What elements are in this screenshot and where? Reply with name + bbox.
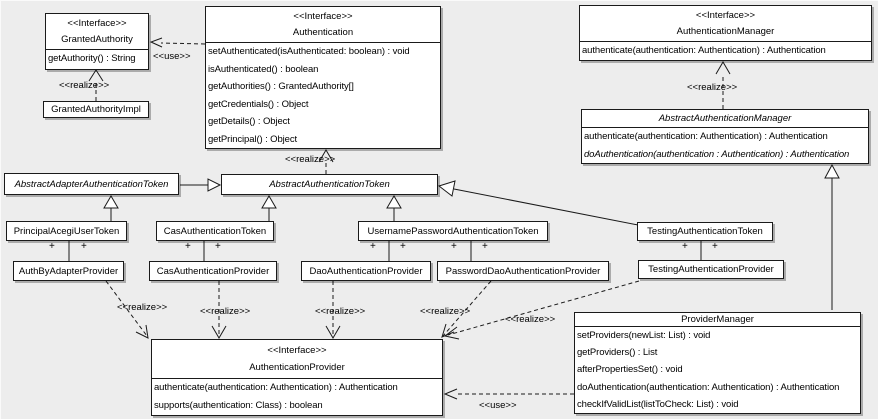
class-authentication-provider[interactable]: <<Interface>> AuthenticationProvider aut… xyxy=(151,339,443,416)
stereotype: <<Interface>> xyxy=(67,18,127,30)
class-name: AbstractAuthenticationManager xyxy=(658,113,792,124)
association-plus: + xyxy=(185,241,191,252)
realize-label: <<realize>> xyxy=(117,302,168,313)
association-lines xyxy=(68,241,702,261)
realize-label: <<realize>> xyxy=(420,306,471,317)
method: isAuthenticated() : boolean xyxy=(208,63,319,75)
class-provider-manager[interactable]: ProviderManager setProviders(newList: Li… xyxy=(574,312,861,414)
class-principal-acegi-user-token[interactable]: PrincipalAcegiUserToken xyxy=(6,221,127,241)
generalization-testingauthenticationtoken xyxy=(437,180,639,226)
stereotype: <<Interface>> xyxy=(293,11,353,23)
realize-label: <<realize>> xyxy=(687,82,738,93)
class-name: AuthByAdapterProvider xyxy=(18,265,119,277)
class-name: GrantedAuthority xyxy=(61,33,133,45)
class-granted-authority-impl[interactable]: GrantedAuthorityImpl xyxy=(43,101,149,118)
class-cas-authentication-token[interactable]: CasAuthenticationToken xyxy=(156,221,274,241)
method: supports(authentication: Class) : boolea… xyxy=(154,400,323,411)
generalization-abstractadapter-to-abstracttoken xyxy=(180,178,222,192)
class-name: DaoAuthenticationProvider xyxy=(309,265,423,277)
method: doAuthentication(authentication : Authen… xyxy=(584,148,850,160)
generalization-casauthenticationtoken xyxy=(261,195,277,221)
class-cas-authentication-provider[interactable]: CasAuthenticationProvider xyxy=(149,261,277,281)
realize-label: <<realize>> xyxy=(59,80,110,91)
method: afterPropertiesSet() : void xyxy=(577,364,683,376)
class-abstract-authentication-token[interactable]: AbstractAuthenticationToken xyxy=(221,174,438,195)
class-dao-authentication-provider[interactable]: DaoAuthenticationProvider xyxy=(301,261,431,281)
method: getProviders() : List xyxy=(577,347,658,359)
class-name: GrantedAuthorityImpl xyxy=(51,104,141,115)
class-authentication[interactable]: <<Interface>> Authentication setAuthenti… xyxy=(205,6,441,149)
class-name: PrincipalAcegiUserToken xyxy=(13,225,120,237)
association-plus: + xyxy=(451,241,457,252)
class-testing-authentication-provider[interactable]: TestingAuthenticationProvider xyxy=(638,260,784,279)
method: setAuthenticated(isAuthenticated: boolea… xyxy=(208,46,410,57)
association-plus: + xyxy=(370,241,376,252)
class-name: AuthenticationProvider xyxy=(249,361,345,373)
generalization-usernamepasswordtoken xyxy=(386,195,402,221)
class-name: TestingAuthenticationProvider xyxy=(648,264,774,275)
generalization-providermanager-to-abstractauthenticationmanager xyxy=(824,163,840,310)
association-plus: + xyxy=(81,241,87,252)
method: authenticate(authentication: Authenticat… xyxy=(582,45,826,56)
method: getDetails() : Object xyxy=(208,116,290,128)
stereotype: <<Interface>> xyxy=(695,10,756,22)
use-authentication-to-grantedauthority xyxy=(149,37,206,48)
class-name: AuthenticationManager xyxy=(676,25,775,37)
class-name: AbstractAuthenticationToken xyxy=(269,179,390,190)
association-plus: + xyxy=(49,241,55,252)
class-username-password-authentication-token[interactable]: UsernamePasswordAuthenticationToken xyxy=(358,221,548,241)
class-name: UsernamePasswordAuthenticationToken xyxy=(367,225,539,237)
method: checkIfValidList(listToCheck: List) : vo… xyxy=(577,398,739,410)
method: getAuthorities() : GrantedAuthority[] xyxy=(208,81,354,93)
class-password-dao-authentication-provider[interactable]: PasswordDaoAuthenticationProvider xyxy=(437,261,609,281)
method: authenticate(authentication: Authenticat… xyxy=(584,131,828,142)
realize-label: <<realize>> xyxy=(505,314,556,325)
association-plus: + xyxy=(215,241,221,252)
realize-label: <<realize>> xyxy=(285,154,336,165)
association-plus: + xyxy=(400,241,406,252)
class-name: CasAuthenticationProvider xyxy=(156,265,270,277)
association-plus: + xyxy=(682,241,688,252)
method: setProviders(newList: List) : void xyxy=(577,330,711,341)
association-plus: + xyxy=(712,241,718,252)
method: doAuthentication(authentication: Authent… xyxy=(577,381,840,393)
realize-label: <<realize>> xyxy=(200,306,251,317)
use-providermanager-to-authenticationprovider xyxy=(443,388,574,400)
class-name: PasswordDaoAuthenticationProvider xyxy=(445,265,601,277)
class-name: AbstractAdapterAuthenticationToken xyxy=(14,178,169,190)
realize-label: <<realize>> xyxy=(315,306,366,317)
class-abstract-adapter-authentication-token[interactable]: AbstractAdapterAuthenticationToken xyxy=(4,173,179,195)
generalization-principalacegiusertoken xyxy=(103,195,119,221)
stereotype: <<Interface>> xyxy=(267,345,327,357)
class-name: ProviderManager xyxy=(681,314,754,325)
class-testing-authentication-token[interactable]: TestingAuthenticationToken xyxy=(637,222,773,241)
class-authentication-manager[interactable]: <<Interface>> AuthenticationManager auth… xyxy=(579,5,872,61)
use-label: <<use>> xyxy=(153,51,191,62)
class-name: CasAuthenticationToken xyxy=(163,225,267,237)
association-plus: + xyxy=(482,241,488,252)
method: authenticate(authentication: Authenticat… xyxy=(154,382,398,393)
class-auth-by-adapter-provider[interactable]: AuthByAdapterProvider xyxy=(13,261,124,281)
class-name: Authentication xyxy=(292,26,354,38)
class-name: TestingAuthenticationToken xyxy=(647,226,763,237)
method: getPrincipal() : Object xyxy=(208,133,298,145)
use-label: <<use>> xyxy=(479,400,517,411)
class-abstract-authentication-manager[interactable]: AbstractAuthenticationManager authentica… xyxy=(581,109,869,164)
method: getAuthority() : String xyxy=(48,53,136,64)
class-granted-authority[interactable]: <<Interface>> GrantedAuthority getAuthor… xyxy=(45,13,149,70)
method: getCredentials() : Object xyxy=(208,98,309,110)
